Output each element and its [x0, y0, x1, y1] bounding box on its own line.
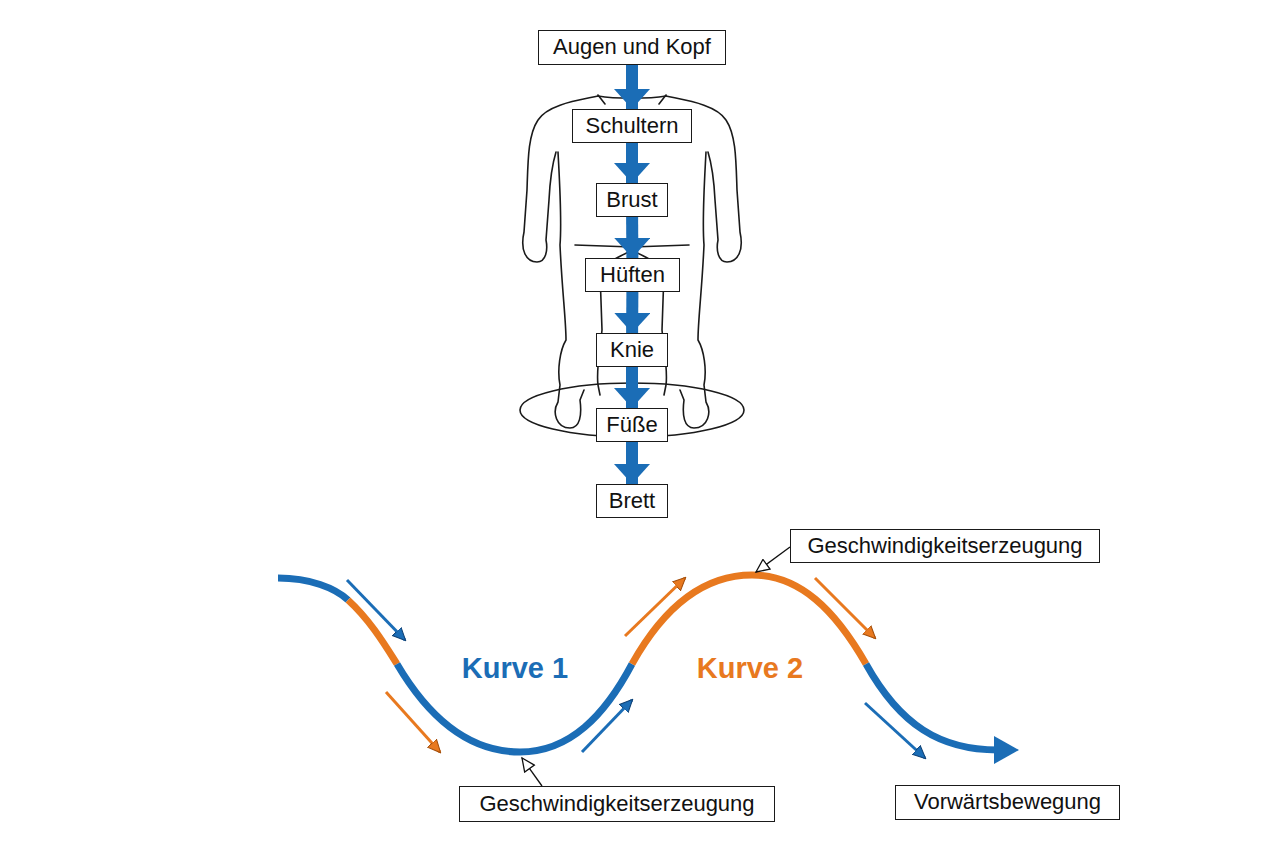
curve-segment [866, 664, 998, 750]
leader-line [522, 758, 542, 786]
text-box: Hüften [585, 258, 680, 292]
box-text: Geschwindigkeitserzeugung [807, 534, 1082, 558]
text-box: Brett [596, 484, 668, 518]
direction-arrow [582, 700, 632, 752]
direction-arrows [347, 578, 925, 758]
text-box: Schultern [572, 109, 692, 143]
text-box: Vorwärtsbewegung [895, 785, 1120, 820]
flow-arrow [626, 65, 638, 109]
text-box: Geschwindigkeitserzeugung [790, 529, 1100, 563]
flow-arrow [626, 442, 638, 484]
direction-arrow [815, 578, 875, 638]
flow-arrow [626, 217, 638, 258]
direction-arrow [386, 692, 440, 752]
box-text: Brett [609, 489, 655, 513]
box-text: Augen und Kopf [553, 35, 711, 59]
direction-arrow [625, 578, 685, 636]
text-box: Brust [596, 183, 668, 217]
text-box: Füße [596, 408, 668, 442]
box-text: Geschwindigkeitserzeugung [479, 792, 754, 816]
box-text: Füße [606, 413, 657, 437]
text-box: Knie [596, 333, 668, 367]
leader-line [756, 547, 790, 572]
flow-arrow [626, 367, 638, 408]
box-text: Vorwärtsbewegung [914, 790, 1101, 814]
body-outline [520, 95, 744, 437]
text-box: Geschwindigkeitserzeugung [459, 786, 775, 822]
direction-arrow [865, 703, 925, 758]
curve-arrowhead [994, 736, 1019, 764]
box-text: Brust [606, 188, 657, 212]
text-box: Augen und Kopf [538, 30, 726, 65]
box-text: Schultern [586, 114, 679, 138]
curve-segment [632, 575, 866, 664]
curve-segment [278, 578, 348, 600]
box-text: Hüften [600, 263, 665, 287]
box-text: Knie [610, 338, 654, 362]
curve-label: Kurve 2 [680, 646, 820, 690]
flow-arrow [626, 143, 638, 183]
curve-label: Kurve 1 [445, 646, 585, 690]
curve-segment [348, 600, 397, 664]
direction-arrow [347, 580, 405, 640]
wave-curve [278, 575, 1019, 764]
flow-arrow [626, 292, 638, 333]
